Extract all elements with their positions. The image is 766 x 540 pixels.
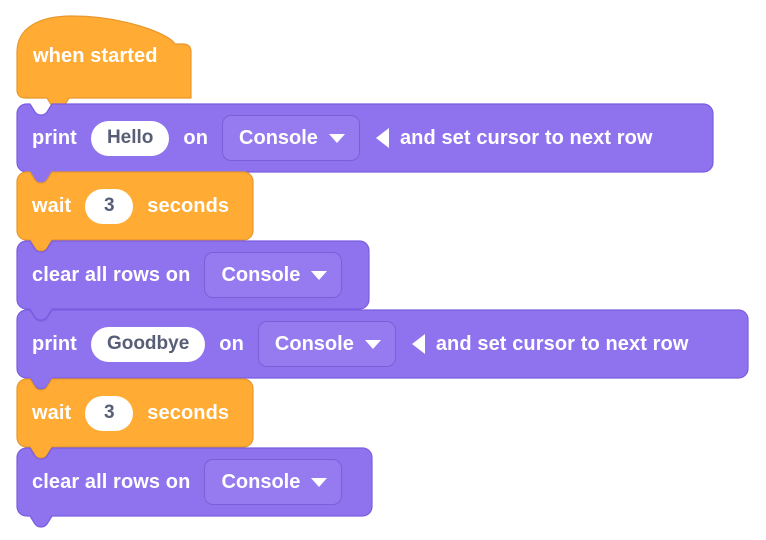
block-wait-seconds-b[interactable]: wait 3 seconds — [16, 378, 254, 459]
console-dropdown-value: Console — [221, 471, 301, 493]
print-text-field[interactable]: Goodbye — [90, 326, 206, 362]
console-dropdown-value: Console — [239, 127, 318, 149]
wait-seconds-field[interactable]: 3 — [85, 395, 134, 431]
console-dropdown[interactable]: Console — [257, 321, 396, 367]
block-wait-seconds-a[interactable]: wait 3 seconds — [16, 171, 254, 252]
block-when-started[interactable]: when started — [16, 14, 192, 110]
print-label: print — [32, 127, 77, 149]
chevron-down-icon — [311, 270, 328, 280]
block-clear-all-rows-a[interactable]: clear all rows on Console — [16, 240, 370, 321]
block-print-hello[interactable]: print Hello on Console and set cursor to… — [16, 103, 714, 184]
block-print-goodbye[interactable]: print Goodbye on Console and set cursor … — [16, 309, 749, 390]
print-text-field[interactable]: Hello — [90, 120, 170, 156]
chevron-down-icon — [311, 477, 328, 487]
chevron-down-icon — [328, 133, 345, 143]
block-clear-all-rows-b[interactable]: clear all rows on Console — [16, 447, 373, 528]
wait-label: wait — [32, 402, 72, 424]
console-dropdown[interactable]: Console — [222, 115, 360, 161]
wait-seconds-field[interactable]: 3 — [85, 188, 134, 224]
console-dropdown[interactable]: Console — [204, 252, 343, 298]
on-label: on — [183, 127, 209, 149]
set-cursor-next-row-label: and set cursor to next row — [435, 333, 689, 355]
seconds-label: seconds — [147, 402, 230, 424]
wait-label: wait — [32, 195, 72, 217]
seconds-label: seconds — [147, 195, 230, 217]
clear-all-rows-label: clear all rows on — [32, 471, 191, 493]
set-cursor-next-row-label: and set cursor to next row — [399, 127, 653, 149]
clear-all-rows-label: clear all rows on — [32, 264, 191, 286]
on-label: on — [219, 333, 244, 355]
console-dropdown[interactable]: Console — [204, 459, 343, 505]
chevron-down-icon — [364, 339, 381, 349]
console-dropdown-value: Console — [274, 333, 354, 355]
when-started-label: when started — [33, 45, 158, 67]
console-dropdown-value: Console — [221, 264, 301, 286]
print-label: print — [32, 333, 77, 355]
